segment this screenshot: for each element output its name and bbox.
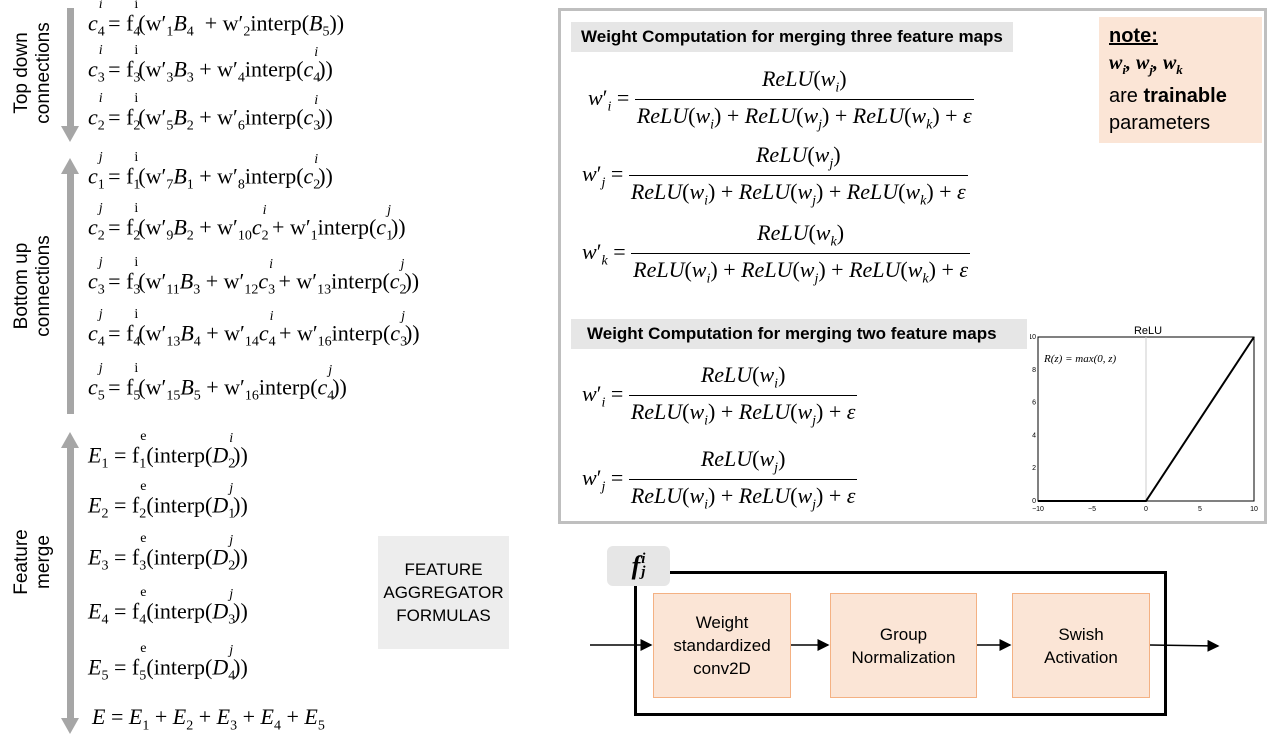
feature-merge-label: Feature merge bbox=[11, 529, 54, 595]
relu-x-tick-label: 10 bbox=[1250, 506, 1258, 512]
relu-y-tick-label: 0 bbox=[1032, 498, 1036, 505]
note-line2: are trainable bbox=[1109, 85, 1227, 107]
relu-y-tick-label: 8 bbox=[1032, 367, 1036, 374]
block-outer-frame bbox=[634, 571, 1167, 716]
top-down-arrowhead bbox=[61, 126, 79, 142]
eq-e4: E4 = f4e(interp(D3j)) bbox=[88, 585, 248, 628]
eq-e2: E2 = f2e(interp(D1j)) bbox=[88, 479, 248, 522]
relu-x-tick-label: −5 bbox=[1088, 506, 1096, 512]
block-arrows bbox=[590, 639, 1220, 652]
relu-y-tick-label: 4 bbox=[1032, 432, 1036, 439]
feature-aggregator-label: FEATURE AGGREGATOR FORMULAS bbox=[378, 536, 509, 649]
eq-c4-bottom-up: c4j = f4i(w′13B4 + w′14c4i + w′16interp(… bbox=[88, 307, 420, 350]
relu-plot: ReLU −10 −5 0 5 10 0 2 4 6 8 10 R(z) = max(0, z) bbox=[1030, 325, 1258, 512]
bottom-up-arrow-shaft bbox=[67, 174, 74, 414]
eq-c2-top-down: c2i = f2i(w′5B2 + w′6interp(c3i)) bbox=[88, 91, 333, 134]
eq-wj-three: w′j = ReLU(wj)ReLU(wi) + ReLU(wj) + ReLU… bbox=[582, 142, 968, 209]
relu-series-line bbox=[1038, 336, 1255, 502]
relu-x-tick-label: 0 bbox=[1144, 506, 1148, 512]
top-down-label: Top down connections bbox=[11, 22, 54, 124]
note-line3: parameters bbox=[1109, 112, 1211, 134]
eq-e-sum: E = E1 + E2 + E3 + E4 + E5 bbox=[92, 704, 325, 734]
note-title: note: bbox=[1109, 25, 1158, 47]
eq-wj-two: w′j = ReLU(wj)ReLU(wi) + ReLU(wj) + ε bbox=[582, 446, 858, 513]
eq-wk-three: w′k = ReLU(wk)ReLU(wi) + ReLU(wj) + ReLU… bbox=[582, 220, 971, 287]
top-down-arrow-shaft bbox=[67, 8, 74, 126]
eq-c4-top-down: c4i = f4i(w′1B4 + w′2interp(B5)) bbox=[88, 0, 345, 40]
relu-formula: R(z) = max(0, z) bbox=[1043, 353, 1117, 365]
weight-computation-panel bbox=[558, 8, 1267, 524]
note-weights: wi, wj, wk bbox=[1109, 52, 1183, 77]
relu-x-tick-label: 5 bbox=[1198, 506, 1202, 512]
relu-plot-title: ReLU bbox=[1134, 325, 1162, 337]
eq-e5: E5 = f5e(interp(D4j)) bbox=[88, 641, 248, 684]
eq-c3-top-down: c3i = f3i(w′3B3 + w′4interp(c4i)) bbox=[88, 43, 333, 86]
relu-y-tick-label: 2 bbox=[1032, 465, 1036, 472]
eq-c5-bottom-up: c5j = f5i(w′15B5 + w′16interp(c4j)) bbox=[88, 361, 347, 404]
output-arrow bbox=[1149, 639, 1220, 652]
swish-activation-box: Swish Activation bbox=[1012, 593, 1150, 698]
eq-wi-three: w′i = ReLU(wi)ReLU(wi) + ReLU(wj) + ReLU… bbox=[588, 66, 974, 133]
bottom-up-label: Bottom up connections bbox=[11, 235, 54, 337]
three-maps-title: Weight Computation for merging three fea… bbox=[571, 22, 1013, 52]
feature-merge-arrow-shaft bbox=[67, 448, 74, 718]
relu-x-tick-label: −10 bbox=[1032, 506, 1044, 512]
two-maps-title: Weight Computation for merging two featu… bbox=[571, 319, 1027, 349]
note-box: note: wi, wj, wk are trainable parameter… bbox=[1099, 17, 1262, 143]
weight-standardized-conv2d-box: Weight standardized conv2D bbox=[653, 593, 791, 698]
group-normalization-box: Group Normalization bbox=[830, 593, 977, 698]
eq-e3: E3 = f3e(interp(D2j)) bbox=[88, 531, 248, 574]
feature-merge-arrowhead-down bbox=[61, 718, 79, 734]
feature-merge-arrowhead-up bbox=[61, 432, 79, 448]
bottom-up-arrowhead bbox=[61, 158, 79, 174]
eq-wi-two: w′i = ReLU(wi)ReLU(wi) + ReLU(wj) + ε bbox=[582, 362, 858, 429]
relu-y-tick-label: 10 bbox=[1030, 334, 1036, 341]
eq-c3-bottom-up: c3j = f3i(w′11B3 + w′12c3i + w′13interp(… bbox=[88, 255, 420, 298]
eq-e1: E1 = f1e(interp(D2i)) bbox=[88, 429, 248, 472]
eq-c2-bottom-up: c2j = f2i(w′9B2 + w′10c2i + w′1interp(c1… bbox=[88, 201, 406, 244]
eq-c1-bottom-up: c1j = f1i(w′7B1 + w′8interp(c2i)) bbox=[88, 150, 333, 193]
relu-y-tick-label: 6 bbox=[1032, 400, 1036, 407]
